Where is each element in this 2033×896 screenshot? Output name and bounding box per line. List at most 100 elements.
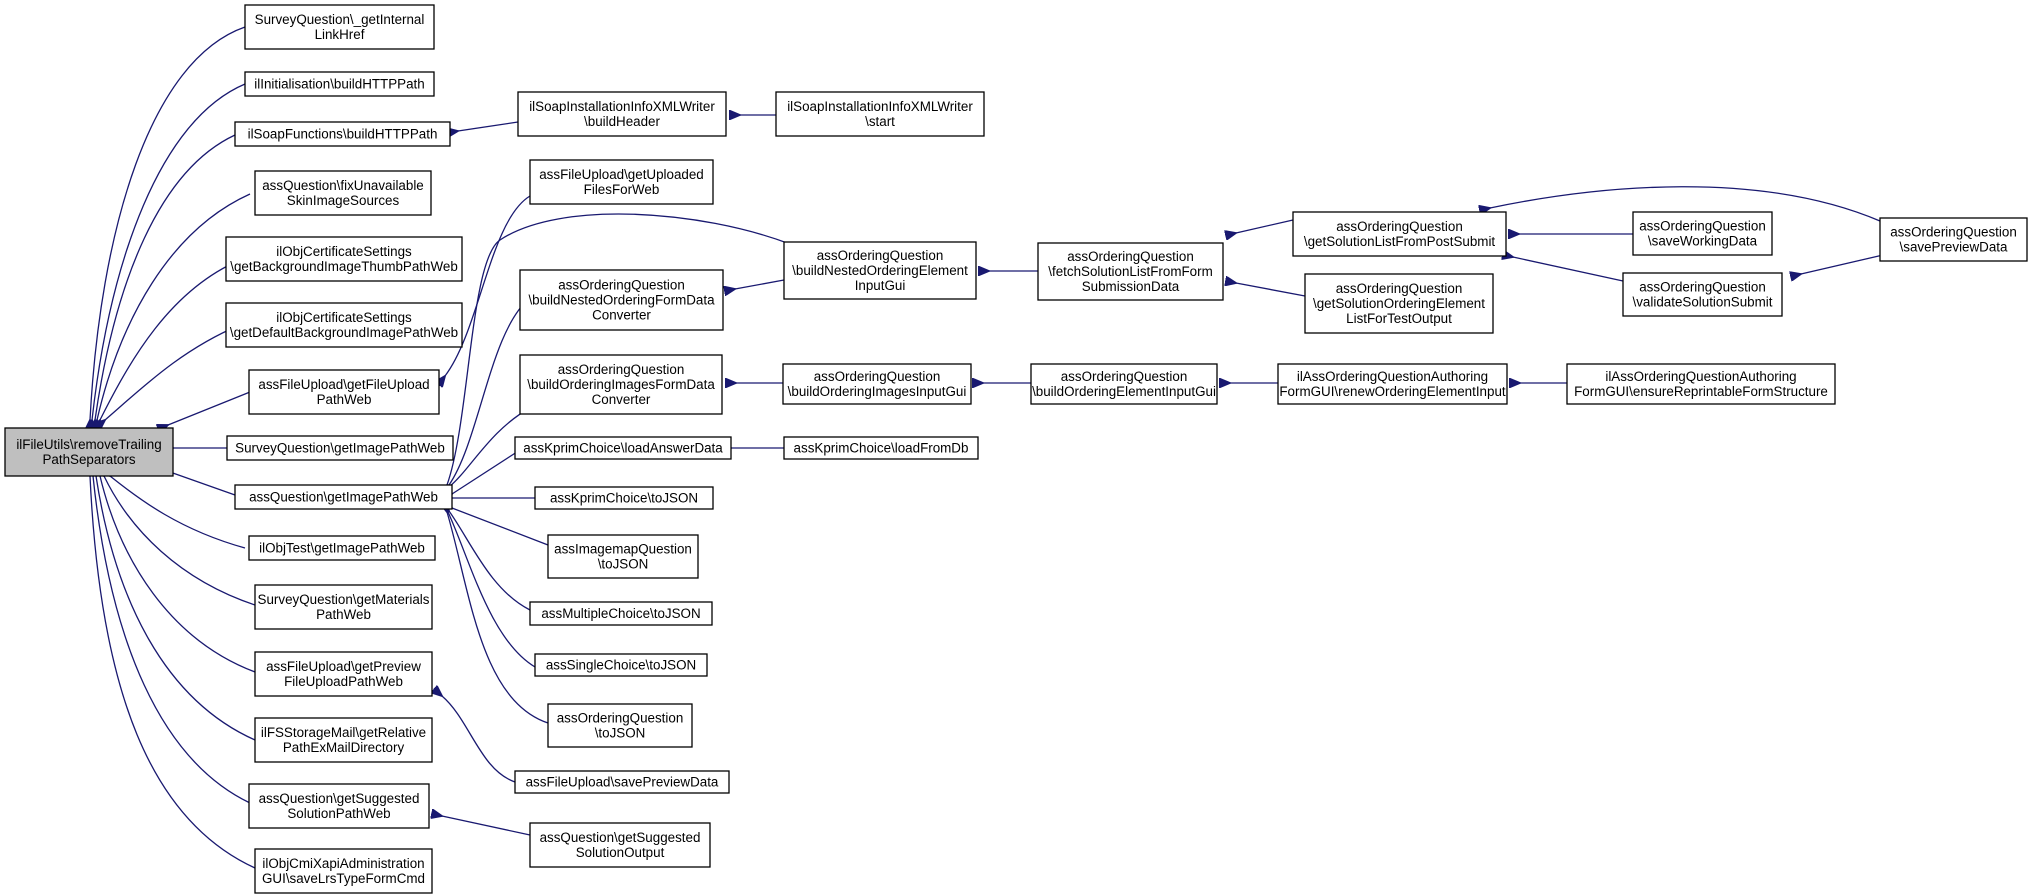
edge-n7-root [168, 391, 251, 425]
node-k2[interactable]: assKprimChoice\loadFromDb [783, 436, 979, 460]
node-o7[interactable]: assOrderingQuestion\validateSolutionSubm… [1622, 272, 1783, 317]
node-box [547, 534, 699, 579]
node-n6[interactable]: ilObjCertificateSettings\getDefaultBackg… [225, 302, 463, 348]
node-o2[interactable]: assOrderingQuestion\buildNestedOrderingE… [783, 241, 977, 300]
node-box [226, 435, 454, 461]
node-label-line: assMultipleChoice\toJSON [541, 606, 700, 621]
node-label-line: SkinImageSources [287, 193, 400, 208]
node-label-line: PathExMailDirectory [283, 740, 405, 755]
node-n3[interactable]: ilSoapFunctions\buildHTTPPath [234, 121, 451, 147]
node-n13[interactable]: ilFSStorageMail\getRelativePathExMailDir… [254, 717, 433, 763]
node-box [254, 848, 433, 894]
node-label-line: assOrderingQuestion [1067, 249, 1194, 264]
node-s2[interactable]: ilSoapInstallationInfoXMLWriter\start [775, 91, 985, 137]
node-n5[interactable]: ilObjCertificateSettings\getBackgroundIm… [225, 236, 463, 282]
node-box [514, 770, 730, 794]
node-label-line: Converter [592, 308, 651, 323]
edge-s1-n3 [458, 121, 519, 131]
node-box [234, 121, 451, 147]
node-label-line: \getSolutionListFromPostSubmit [1304, 234, 1496, 249]
node-label-line: SurveyQuestion\getMaterials [258, 592, 430, 607]
node-box [529, 159, 714, 205]
node-o5[interactable]: assOrderingQuestion\getSolutionOrderingE… [1304, 273, 1494, 334]
node-n10[interactable]: ilObjTest\getImagePathWeb [248, 535, 436, 561]
node-box [248, 535, 436, 561]
node-s1[interactable]: ilSoapInstallationInfoXMLWriter\buildHea… [517, 91, 727, 137]
edge-o2-n9 [447, 213, 791, 485]
node-label-line: assOrderingQuestion [1639, 219, 1766, 234]
node-box [1622, 272, 1783, 317]
node-box [1304, 273, 1494, 334]
node-label-line: SubmissionData [1082, 279, 1180, 294]
node-box [1277, 363, 1508, 405]
node-box [254, 170, 432, 216]
node-box [783, 241, 977, 300]
node-o4[interactable]: assOrderingQuestion\getSolutionListFromP… [1292, 211, 1507, 257]
node-i4[interactable]: ilAssOrderingQuestionAuthoringFormGUI\re… [1277, 363, 1508, 405]
node-label-line: FormGUI\renewOrderingElementInput [1279, 384, 1506, 399]
node-label-line: FileUploadPathWeb [284, 674, 403, 689]
node-label-line: ilFSStorageMail\getRelative [261, 725, 426, 740]
node-k1[interactable]: assKprimChoice\loadAnswerData [514, 436, 732, 460]
node-m1[interactable]: assImagemapQuestion\toJSON [547, 534, 699, 579]
node-label-line: assKprimChoice\loadAnswerData [523, 441, 723, 456]
node-label-line: SurveyQuestion\_getInternal [255, 12, 425, 27]
edge-g1-n14 [442, 816, 531, 836]
node-n2[interactable]: ilInitialisation\buildHTTPPath [244, 71, 435, 97]
node-box [244, 71, 435, 97]
edge-k1-n9 [452, 449, 521, 494]
node-label-line: GUI\saveLrsTypeFormCmd [262, 871, 425, 886]
node-label-line: SolutionPathWeb [287, 806, 390, 821]
node-i2[interactable]: assOrderingQuestion\buildOrderingImagesI… [782, 363, 972, 405]
node-label-line: ilObjTest\getImagePathWeb [259, 541, 425, 556]
node-label-line: assKprimChoice\toJSON [550, 491, 698, 506]
node-label-line: assOrderingQuestion [1061, 369, 1188, 384]
node-label-line: PathWeb [316, 607, 371, 622]
node-i1[interactable]: assOrderingQuestion\buildOrderingImagesF… [519, 354, 723, 415]
node-label-line: \buildOrderingElementInputGui [1032, 384, 1216, 399]
node-o3[interactable]: assOrderingQuestion\fetchSolutionListFro… [1037, 242, 1224, 301]
node-label-line: ilObjCertificateSettings [276, 244, 412, 259]
node-i3[interactable]: assOrderingQuestion\buildOrderingElement… [1030, 363, 1218, 405]
node-m4[interactable]: assOrderingQuestion\toJSON [547, 703, 693, 748]
node-p1[interactable]: assFileUpload\savePreviewData [514, 770, 730, 794]
node-m3[interactable]: assSingleChoice\toJSON [534, 653, 708, 677]
node-n9[interactable]: assQuestion\getImagePathWeb [234, 484, 453, 510]
node-label-line: \getBackgroundImageThumbPathWeb [230, 259, 458, 274]
node-box [1566, 363, 1836, 405]
node-label-line: assQuestion\fixUnavailable [262, 178, 424, 193]
node-box [783, 436, 979, 460]
nodes: ilFileUtils\removeTrailingPathSeparators… [4, 4, 2028, 894]
node-label-line: \buildNestedOrderingFormData [528, 293, 715, 308]
node-label-line: assOrderingQuestion [558, 278, 685, 293]
node-n8[interactable]: SurveyQuestion\getImagePathWeb [226, 435, 454, 461]
edge-o7-o4 [1513, 257, 1624, 282]
node-n15[interactable]: ilObjCmiXapiAdministrationGUI\saveLrsTyp… [254, 848, 433, 894]
node-k3[interactable]: assKprimChoice\toJSON [534, 486, 714, 510]
edge-n4-root [97, 193, 251, 420]
node-m2[interactable]: assMultipleChoice\toJSON [529, 601, 713, 626]
node-box [1037, 242, 1224, 301]
node-i5[interactable]: ilAssOrderingQuestionAuthoringFormGUI\en… [1566, 363, 1836, 405]
node-label-line: ilAssOrderingQuestionAuthoring [1605, 369, 1796, 384]
node-n12[interactable]: assFileUpload\getPreviewFileUploadPathWe… [254, 651, 433, 697]
node-o6[interactable]: assOrderingQuestion\saveWorkingData [1632, 211, 1773, 256]
node-o8[interactable]: assOrderingQuestion\savePreviewData [1879, 217, 2028, 262]
edge-o4-o3 [1236, 219, 1294, 233]
node-label-line: assOrderingQuestion [558, 362, 685, 377]
node-label-line: ilAssOrderingQuestionAuthoring [1297, 369, 1488, 384]
node-n4[interactable]: assQuestion\fixUnavailableSkinImageSourc… [254, 170, 432, 216]
node-label-line: ilInitialisation\buildHTTPPath [254, 77, 424, 92]
node-box [1632, 211, 1773, 256]
node-o1[interactable]: assOrderingQuestion\buildNestedOrderingF… [519, 269, 724, 331]
edge-m1-n9 [452, 508, 549, 546]
edge-p1-n12 [442, 696, 516, 783]
